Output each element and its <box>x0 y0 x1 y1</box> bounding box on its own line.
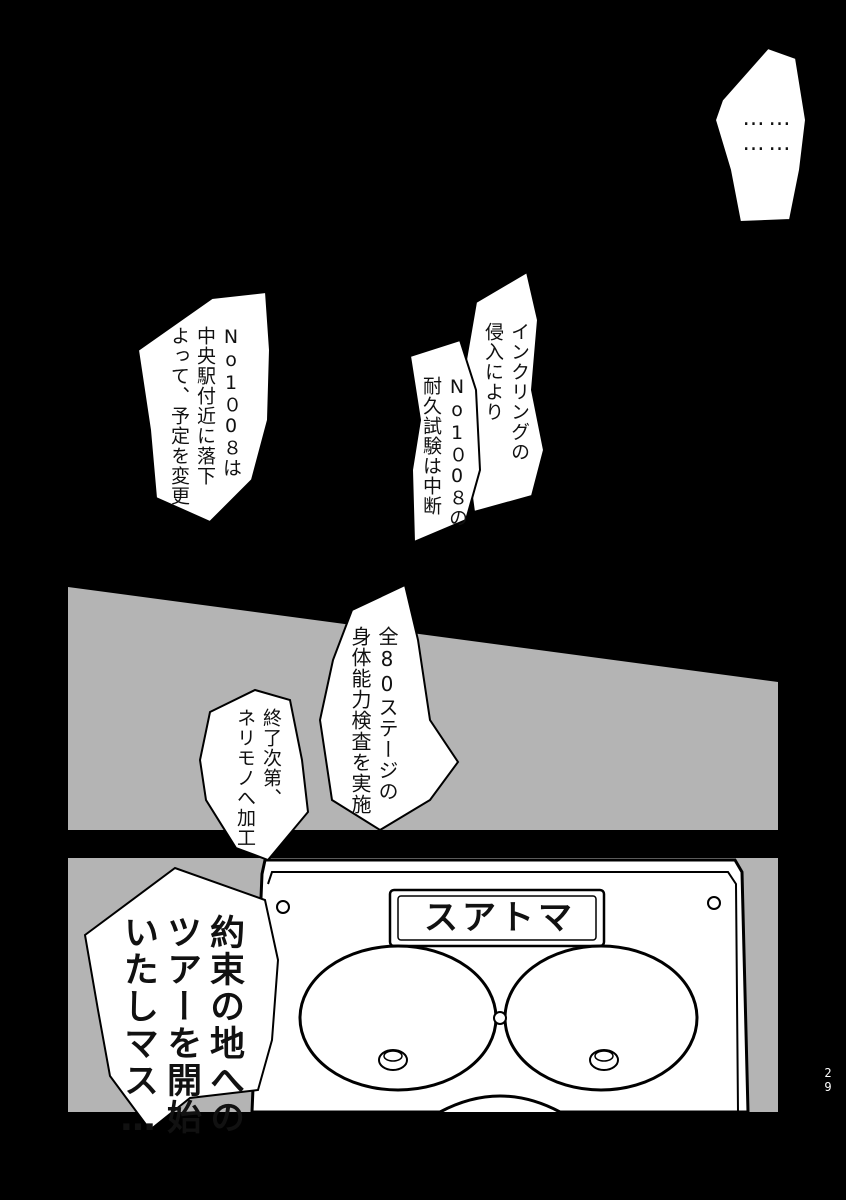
bubble-stage-shape <box>318 583 460 832</box>
bubble-left-text-shape <box>136 290 272 524</box>
finish-line-1: 終了次第、 <box>260 708 282 808</box>
bubble-dots-shape <box>713 46 808 224</box>
test-line-1: No1０0８の <box>446 376 468 528</box>
bubble-inkling: インクリングの 侵入により <box>480 322 532 462</box>
left-text-line-3: よって、予定を変更 <box>168 326 190 506</box>
dots-line-1: …… <box>741 106 766 156</box>
inkling-line-2: 侵入により <box>482 322 504 422</box>
inkling-line-1: インクリングの <box>508 322 530 462</box>
bubble-stage: 全80ステージの 身体能力検査を実施 <box>346 626 400 815</box>
speaker-machine <box>250 858 750 1114</box>
finish-line-2: ネリモノへ加工 <box>234 708 256 848</box>
tour-line-2: ツアーを開始 <box>161 914 201 1136</box>
bubble-test-shape <box>408 338 482 544</box>
bubble-tour: 約束の地への ツアーを開始 いたしマス… <box>116 914 245 1141</box>
bubble-finish: 終了次第、 ネリモノへ加工 <box>232 708 284 848</box>
stage-line-1: 全80ステージの <box>375 626 399 802</box>
dots-line-2: …… <box>767 106 792 156</box>
tour-line-1: 約束の地への <box>204 914 244 1136</box>
bubble-left-text: No1０0８は 中央駅付近に落下 よって、予定を変更 <box>166 326 244 506</box>
tour-line-3: いたしマス… <box>118 914 158 1141</box>
test-line-2: 耐久試験は中断 <box>420 376 442 516</box>
bubble-tour-shape <box>83 866 280 1132</box>
bubble-finish-shape <box>198 688 310 862</box>
page-number: 29 <box>821 1066 835 1094</box>
left-text-line-1: No1０0８は <box>220 326 242 478</box>
left-text-line-2: 中央駅付近に落下 <box>194 326 216 486</box>
speaker-sign-text: スアトマ <box>424 898 576 938</box>
bubble-dots: …… …… <box>740 106 792 156</box>
bubble-test: No1０0８の 耐久試験は中断 <box>418 376 470 528</box>
stage-line-2: 身体能力検査を実施 <box>348 626 372 815</box>
